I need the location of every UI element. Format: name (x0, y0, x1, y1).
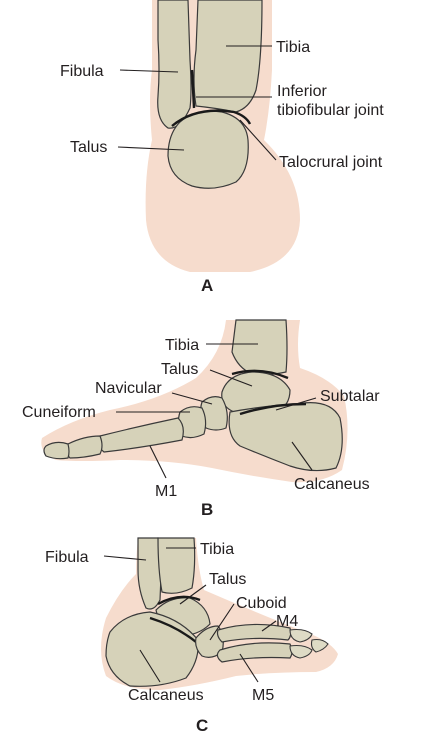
panel-b: Tibia Talus Navicular Cuneiform Subtalar… (22, 320, 380, 519)
talus-label-c: Talus (209, 571, 246, 588)
tibia-bone-a (194, 0, 262, 112)
tibia-label-c: Tibia (200, 541, 234, 558)
m4-label: M4 (276, 613, 298, 630)
distal-phalanx-b (44, 442, 69, 458)
inferior-label-line1: Inferior (277, 83, 327, 100)
fibula-label-c: Fibula (45, 549, 89, 566)
fibula-bone-a (158, 0, 191, 128)
tibia-label-b: Tibia (165, 337, 199, 354)
m1-label: M1 (155, 483, 177, 500)
tibia-label-a: Tibia (276, 39, 310, 56)
cuneiform-label: Cuneiform (22, 404, 96, 421)
m5-label: M5 (252, 687, 274, 704)
calcaneus-label-c: Calcaneus (128, 687, 204, 704)
tibia-bone-b (232, 320, 287, 375)
panel-c-letter: C (196, 716, 208, 735)
navicular-label: Navicular (95, 380, 162, 397)
panel-b-letter: B (201, 500, 213, 519)
talus-label-a: Talus (70, 139, 107, 156)
subtalar-label: Subtalar (320, 388, 380, 405)
talocrural-label: Talocrural joint (279, 154, 383, 171)
panel-c: Fibula Tibia Talus Cuboid M4 M5 Calcaneu… (45, 538, 338, 735)
cuboid-label: Cuboid (236, 595, 287, 612)
panel-a: Fibula Tibia Inferior tibiofibular joint… (60, 0, 384, 295)
calcaneus-label-b: Calcaneus (294, 476, 370, 493)
tibia-bone-c (158, 538, 195, 593)
panel-a-letter: A (201, 276, 213, 295)
talus-label-b: Talus (161, 361, 198, 378)
fibula-label-a: Fibula (60, 63, 104, 80)
inferior-label-line2: tibiofibular joint (277, 102, 384, 119)
